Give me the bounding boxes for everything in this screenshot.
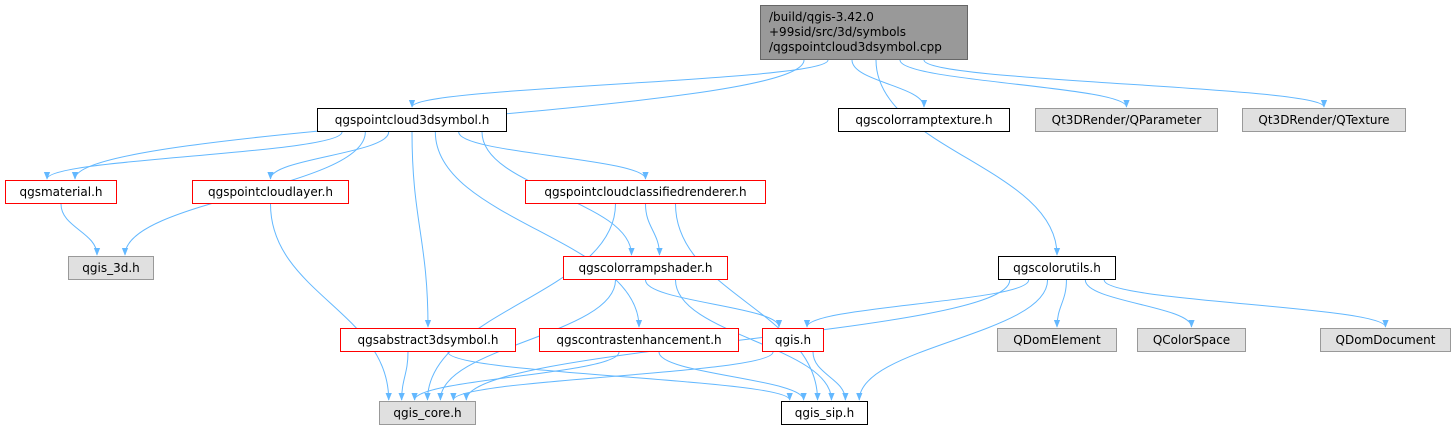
edge-qgis-to-sip (812, 351, 849, 401)
node-qt3drender-qtexture[interactable]: Qt3DRender/QTexture (1242, 108, 1406, 132)
edge-contrast-to-core (411, 351, 620, 401)
edge-root-to-rampTex (851, 59, 928, 108)
node-qgis-3d-h[interactable]: qgis_3d.h (68, 256, 154, 280)
edge-rampShader-to-sip (675, 279, 835, 401)
node-qdomdocument[interactable]: QDomDocument (1320, 328, 1451, 352)
edge-pclayer-to-core (270, 203, 392, 401)
node-qgsmaterial-h[interactable]: qgsmaterial.h (5, 180, 117, 204)
node-qgscolorutils-h[interactable]: qgscolorutils.h (998, 256, 1116, 280)
root-file-node[interactable]: /build/qgis-3.42.0 +99sid/src/3d/symbols… (760, 5, 968, 60)
edge-abs3d-to-core (398, 351, 409, 401)
node-qgis-sip-h[interactable]: qgis_sip.h (781, 401, 868, 425)
root-path-line-3: /qgspointcloud3dsymbol.cpp (769, 40, 942, 54)
node-qgspointcloudclassifiedrenderer-h[interactable]: qgspointcloudclassifiedrenderer.h (525, 180, 766, 204)
edge-pc3dsym_h-to-abs3d (411, 131, 432, 328)
edge-rampShader-to-core (437, 279, 616, 401)
node-qgspointcloud3dsymbol-h[interactable]: qgspointcloud3dsymbol.h (317, 108, 507, 132)
node-qgis-h[interactable]: qgis.h (762, 328, 824, 352)
edge-pc3dsym_h-to-material (43, 131, 343, 180)
edge-root-to-colorutils (875, 59, 1061, 256)
edge-pc3dsym_h-to-pclayer (267, 131, 390, 180)
edge-qgis-to-core (450, 351, 774, 401)
node-qcolorspace[interactable]: QColorSpace (1137, 328, 1246, 352)
node-qt3drender-qparameter[interactable]: Qt3DRender/QParameter (1035, 108, 1218, 132)
edge-colorutils-to-sip (856, 279, 1049, 401)
node-qgscolorramptexture-h[interactable]: qgscolorramptexture.h (838, 108, 1010, 132)
edge-pc3dsym_h-to-contrast (434, 131, 643, 328)
edge-root-to-qtex (923, 59, 1328, 108)
edge-material-to-qgis3d (60, 203, 101, 256)
edge-contrast-to-sip (658, 351, 807, 401)
node-qgscolorrampshader-h[interactable]: qgscolorrampshader.h (563, 256, 728, 280)
node-qgspointcloudlayer-h[interactable]: qgspointcloudlayer.h (192, 180, 349, 204)
edge-colorutils-to-qcolsp (1084, 279, 1195, 328)
root-path-line-2: +99sid/src/3d/symbols (769, 25, 907, 39)
root-path-line-1: /build/qgis-3.42.0 (769, 10, 874, 24)
node-qgsabstract3dsymbol-h[interactable]: qgsabstract3dsymbol.h (340, 328, 516, 352)
edge-rampShader-to-qgis (645, 279, 783, 328)
edge-pc3dsym_h-to-pcclass (458, 131, 649, 180)
edge-pcclass-to-rampShader (645, 203, 663, 256)
edge-root-to-pc3dsym_h (408, 59, 829, 108)
edge-pcclass-to-core (424, 203, 616, 401)
edge-pcclass-to-sip (675, 203, 821, 401)
node-qdomelement[interactable]: QDomElement (997, 328, 1117, 352)
edge-colorutils-to-qdomdoc (1103, 279, 1389, 328)
edge-colorutils-to-qgis (803, 279, 1030, 328)
edge-colorutils-to-qdomel (1053, 279, 1067, 328)
edge-root-to-qparam (899, 59, 1130, 108)
node-qgscontrastenhancement-h[interactable]: qgscontrastenhancement.h (539, 328, 739, 352)
node-qgis-core-h[interactable]: qgis_core.h (379, 401, 476, 425)
